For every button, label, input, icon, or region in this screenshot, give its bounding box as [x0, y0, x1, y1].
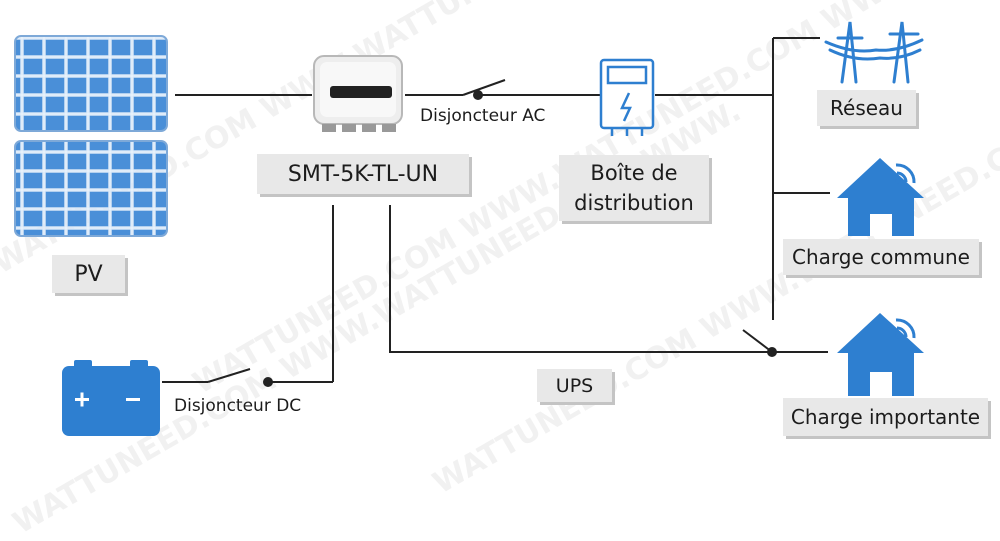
dc-breaker-contact: [263, 377, 273, 387]
solar-panel-icon: [14, 35, 168, 237]
distribution-box-label: Boîte de distribution: [559, 155, 709, 221]
wire-ups: [389, 205, 772, 353]
inverter-icon: [313, 55, 403, 132]
inverter-label: SMT-5K-TL-UN: [257, 154, 469, 194]
ups-switch-contact: [767, 347, 777, 357]
common-load-label: Charge commune: [783, 239, 979, 275]
distribution-box-label-line2: distribution: [574, 191, 694, 215]
dc-breaker-blade: [207, 368, 251, 383]
battery-icon: [62, 360, 160, 436]
breaker-contacts: [263, 90, 777, 387]
important-load-label: Charge importante: [783, 398, 988, 436]
distribution-box-icon: [599, 58, 655, 136]
ups-switch-blade: [742, 329, 773, 353]
ups-label: UPS: [537, 369, 612, 402]
house-wifi-icon: [837, 313, 924, 396]
grid-label: Réseau: [817, 90, 916, 126]
pv-label: PV: [52, 255, 125, 293]
ac-breaker-label: Disjoncteur AC: [420, 106, 546, 126]
power-pole-icon: [824, 21, 924, 84]
wiring: [162, 37, 830, 383]
ac-breaker-contact: [473, 90, 483, 100]
dc-breaker-label: Disjoncteur DC: [174, 396, 302, 416]
house-wifi-icon: [837, 158, 924, 236]
ac-breaker-blade: [462, 79, 506, 96]
system-diagram: [14, 21, 924, 436]
distribution-box-label-line1: Boîte de: [590, 161, 678, 185]
